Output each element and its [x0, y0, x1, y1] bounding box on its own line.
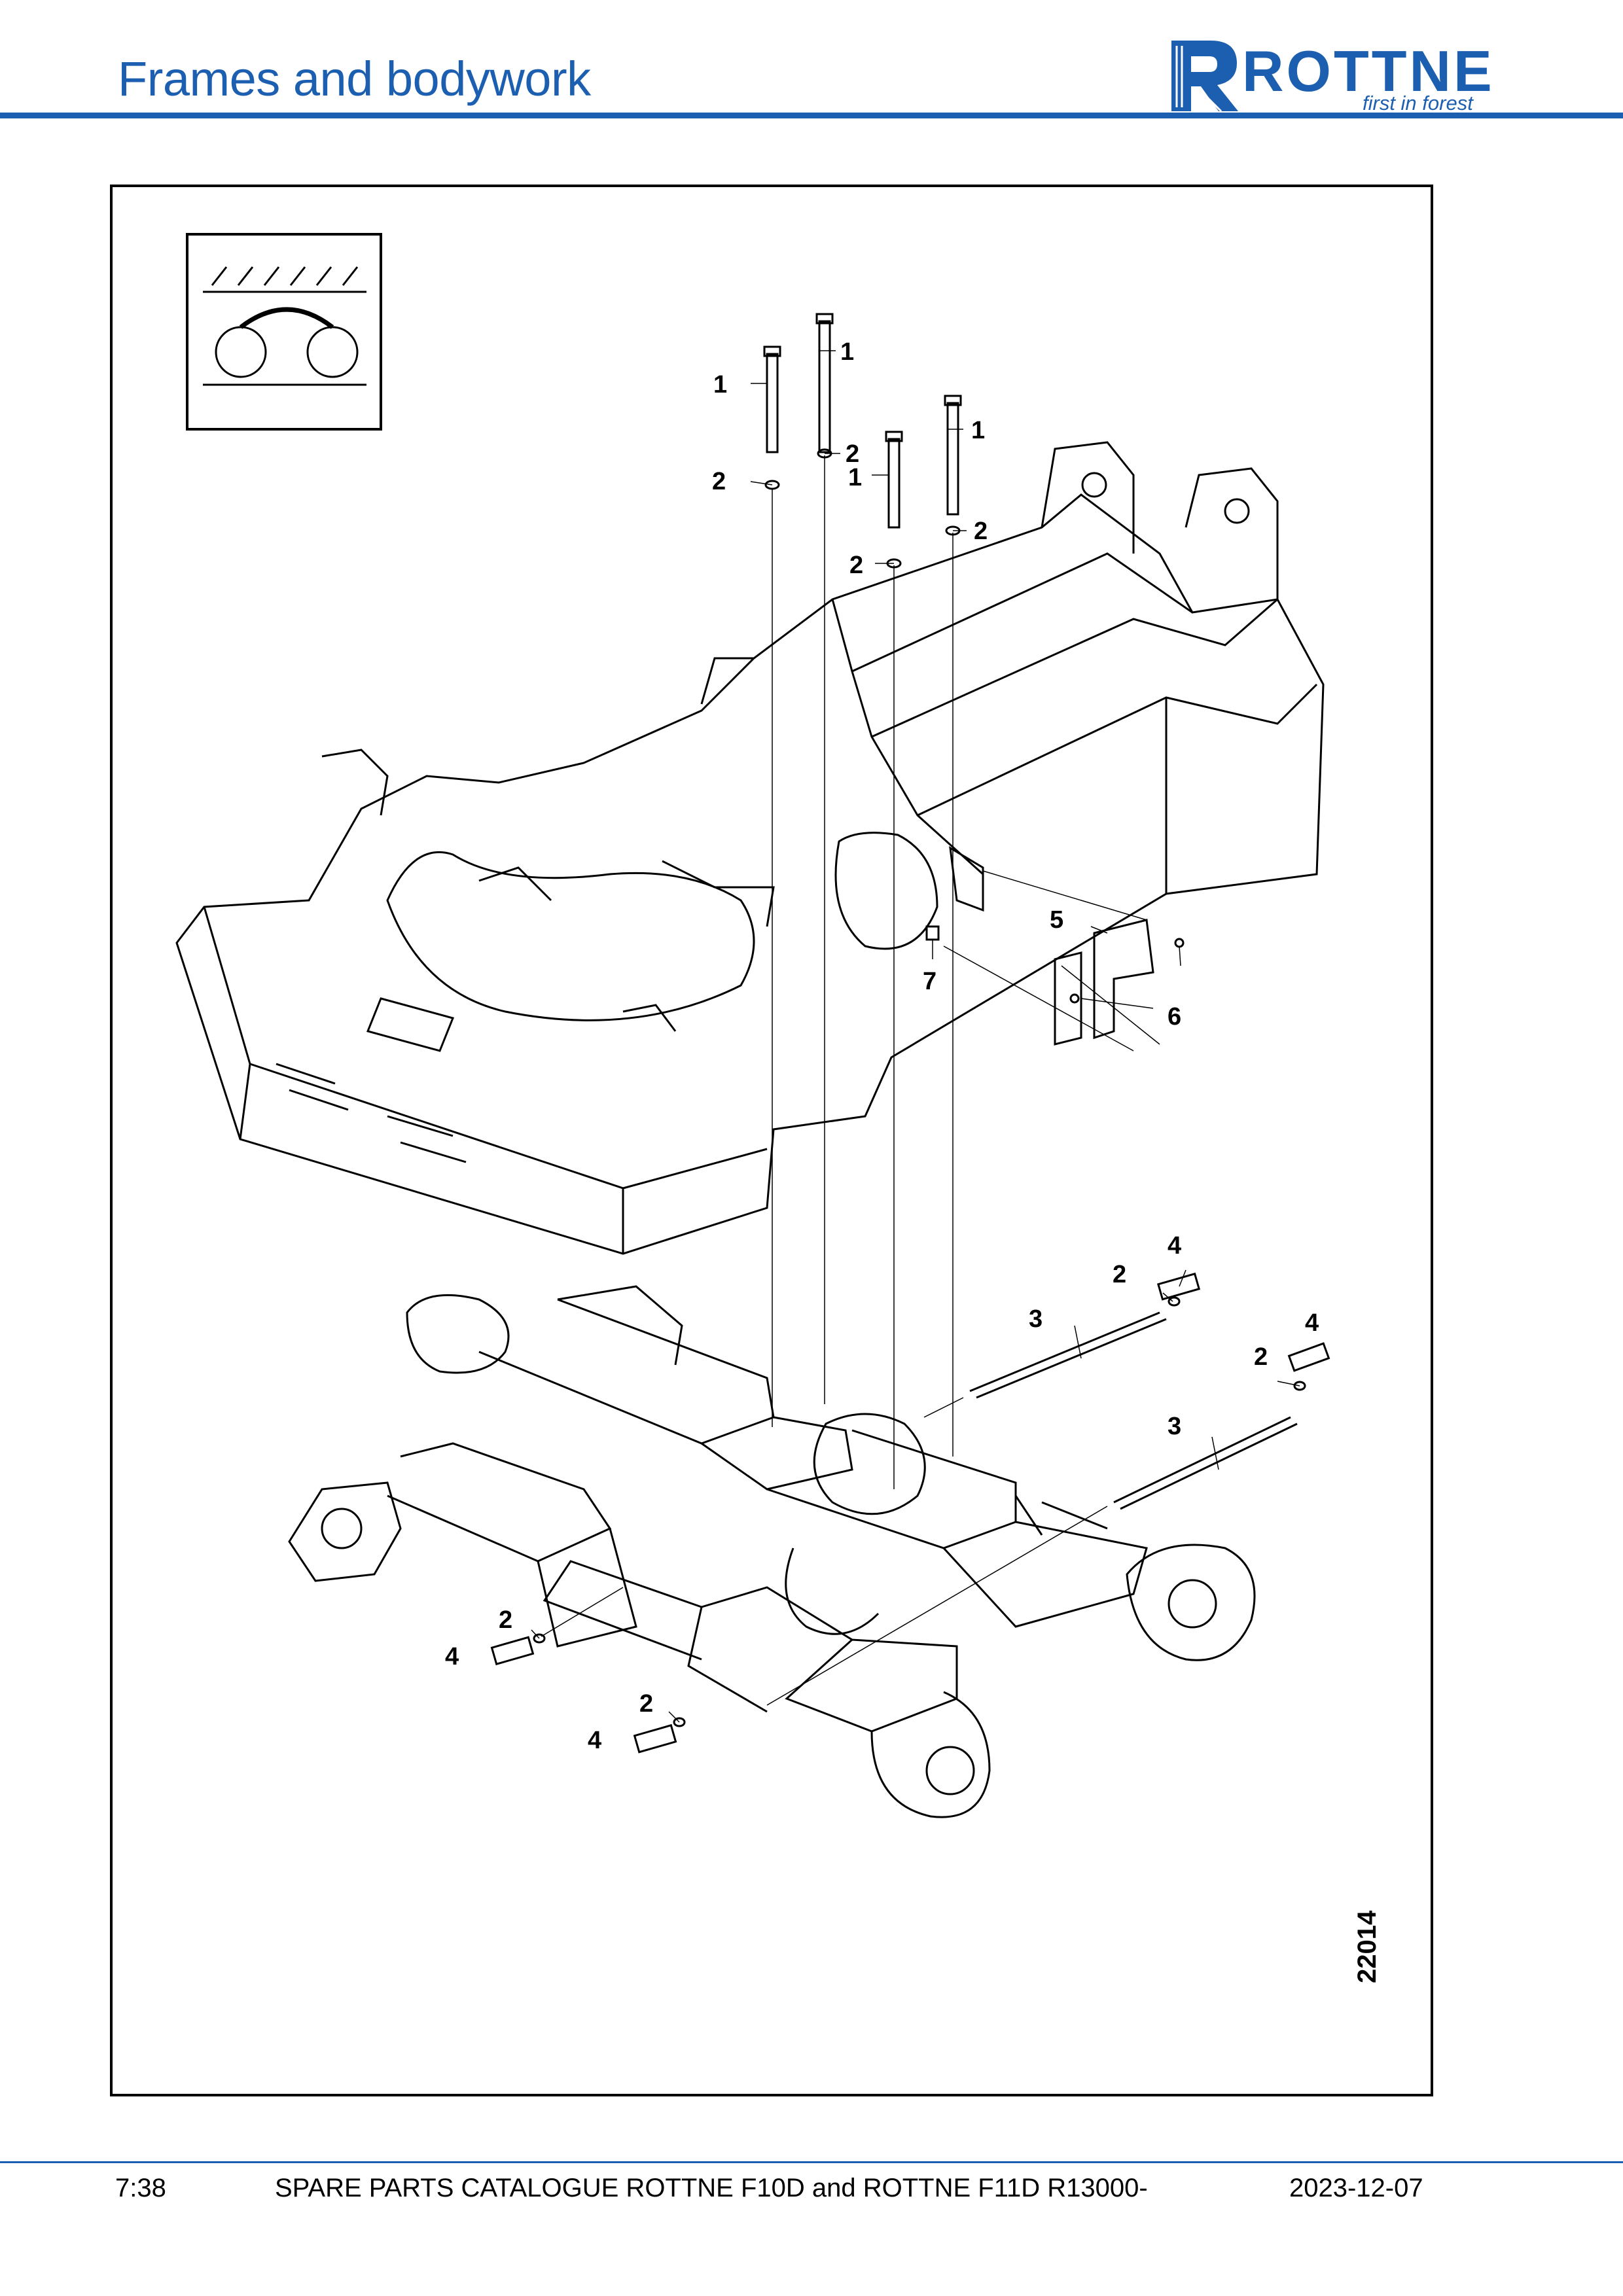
rottne-logo: ROTTNE first in forest: [1165, 34, 1518, 116]
logo-wordmark: ROTTNE: [1242, 39, 1495, 103]
footer-divider: [0, 2161, 1623, 2163]
callout-1: 1: [713, 371, 727, 398]
callout-3: 3: [1168, 1413, 1181, 1440]
callout-4: 4: [1168, 1232, 1181, 1260]
callout-2: 2: [499, 1606, 512, 1634]
callout-2: 2: [639, 1690, 653, 1718]
main-frame-drawing: [175, 441, 1325, 1255]
callout-4: 4: [445, 1643, 459, 1670]
callout-2: 2: [1113, 1261, 1126, 1288]
figure-number: 22014: [1353, 1910, 1382, 1983]
parts-drawing: 1 1 1 1 2 2 2 2 2 2 2 2 3 3 4 4 4 4 5 6 …: [175, 233, 1382, 1983]
pin-parts: [490, 1272, 1330, 1754]
catalogue-title: SPARE PARTS CATALOGUE ROTTNE F10D and RO…: [275, 2174, 1148, 2202]
callout-1: 1: [848, 464, 862, 491]
publication-date: 2023-12-07: [1289, 2174, 1423, 2202]
callout-3: 3: [1029, 1305, 1043, 1333]
page-number: 7:38: [115, 2174, 166, 2202]
bracket-parts: [925, 919, 1185, 1046]
header-divider: [0, 113, 1623, 118]
bogie-position-icon: [186, 233, 382, 431]
callout-5: 5: [1050, 906, 1063, 934]
page-title: Frames and bodywork: [118, 52, 591, 106]
bolt-parts: [763, 313, 962, 529]
callout-1: 1: [840, 338, 854, 366]
callout-4: 4: [1305, 1309, 1319, 1337]
shaft-parts: [969, 1311, 1298, 1510]
callout-labels: 1 1 1 1 2 2 2 2 2 2 2 2 3 3 4 4 4 4 5 6 …: [445, 338, 1319, 1754]
logo-tagline: first in forest: [1363, 92, 1473, 115]
exploded-parts-diagram: 1 1 1 1 2 2 2 2 2 2 2 2 3 3 4 4 4 4 5 6 …: [110, 185, 1433, 2096]
bogie-axle-drawing: [288, 1285, 1256, 1818]
callout-6: 6: [1168, 1003, 1181, 1031]
callout-2: 2: [974, 518, 988, 545]
callout-4: 4: [588, 1727, 601, 1754]
callout-2: 2: [1254, 1343, 1268, 1371]
leader-lines: [531, 350, 1300, 1723]
rottne-r-emblem-icon: [1171, 41, 1238, 113]
callout-2: 2: [846, 440, 859, 468]
callout-1: 1: [971, 417, 985, 444]
callout-7: 7: [923, 968, 936, 995]
callout-2: 2: [712, 468, 726, 495]
callout-2: 2: [849, 552, 863, 579]
